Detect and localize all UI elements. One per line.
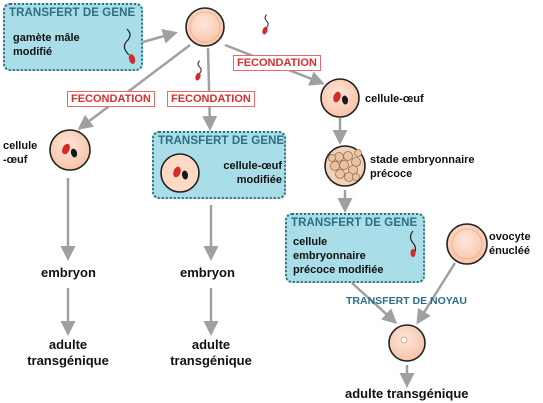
stade-embryonnaire-label: stade embryonnaire précoce	[370, 153, 475, 181]
box-line: cellule	[293, 236, 328, 248]
box-line: gamète mâle	[13, 32, 80, 44]
ovocyte-cell	[446, 223, 488, 265]
fecondation-tag: FECONDATION	[233, 55, 321, 71]
arrow-box-to-nucleus-transfer	[351, 282, 398, 325]
fecondation-tag: FECONDATION	[167, 91, 255, 107]
box-line: modifiée	[236, 174, 282, 186]
label-line: précoce	[370, 168, 413, 180]
label-line: -œuf	[3, 154, 28, 166]
embryon-mid-label: embryon	[180, 265, 235, 280]
sperm-icon	[260, 14, 270, 36]
top-egg-cell	[185, 7, 225, 47]
transfert-noyau-label: TRANSFERT DE NOYAU	[346, 295, 467, 307]
modified-egg-cell	[160, 153, 200, 193]
box-title: TRANSFERT DE GENE	[9, 7, 136, 19]
sperm-icon	[193, 60, 203, 82]
arrow-gamete-to-top	[142, 29, 178, 44]
embryon-left-label: embryon	[41, 265, 96, 280]
ovocyte-label: ovocyte énucléé	[489, 230, 531, 258]
box-text: gamète mâle modifié	[13, 31, 80, 59]
box-line: cellule-œuf	[223, 160, 282, 172]
final-cell	[388, 324, 426, 362]
gene-transfer-box-gamete: TRANSFERT DE GENE gamète mâle modifié	[3, 3, 143, 71]
fecondation-tag: FECONDATION	[67, 91, 155, 107]
label-line: adulte	[48, 337, 88, 352]
label-line: ovocyte	[489, 231, 531, 243]
arrow-ovocyte-to-nucleus-transfer	[416, 262, 457, 325]
morula-cell	[324, 145, 366, 187]
box-line: modifié	[13, 46, 53, 58]
box-title: TRANSFERT DE GENE	[158, 135, 285, 147]
label-line: transgénique	[170, 353, 252, 368]
label-line: stade embryonnaire	[370, 154, 475, 166]
adulte-left-label: adulte transgénique	[15, 337, 121, 369]
sperm-icon	[123, 28, 136, 64]
box-line: embryonnaire	[293, 250, 366, 262]
arrow-top-to-mid	[202, 47, 218, 131]
box-title: TRANSFERT DE GENE	[291, 217, 418, 229]
cellule-oeuf-right-label: cellule-œuf	[365, 93, 424, 105]
adulte-right-label: adulte transgénique	[345, 386, 469, 401]
box-text: cellule-œuf modifiée	[210, 159, 282, 187]
arrows	[60, 29, 457, 388]
box-text: cellule embryonnaire précoce modifiée	[293, 235, 383, 277]
label-line: adulte	[191, 337, 231, 352]
dna-icon	[409, 230, 417, 257]
gene-transfer-box-embryonic: TRANSFERT DE GENE cellule embryonnaire p…	[285, 213, 425, 283]
label-line: cellule	[3, 140, 38, 152]
gene-transfer-box-egg: TRANSFERT DE GENE cellule-œuf modifiée	[152, 131, 286, 199]
right-egg-cell	[320, 78, 360, 118]
arrow-top-to-left	[77, 44, 191, 130]
label-line: transgénique	[27, 353, 109, 368]
box-line: précoce modifiée	[293, 264, 384, 276]
label-line: énucléé	[489, 245, 530, 257]
left-egg-cell	[49, 129, 91, 171]
adulte-mid-label: adulte transgénique	[158, 337, 264, 369]
cellule-oeuf-left-label: cellule -œuf	[3, 139, 37, 167]
